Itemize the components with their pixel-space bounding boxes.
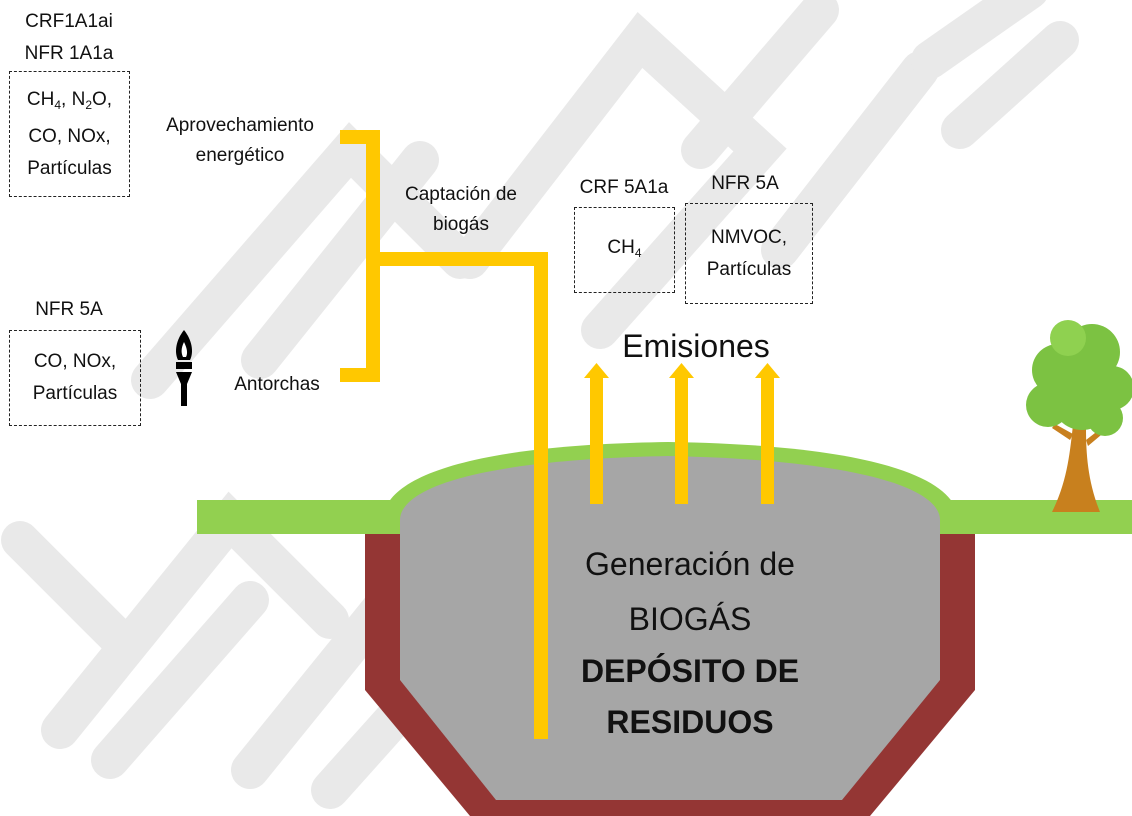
energy-pollutants-line3: Partículas bbox=[27, 157, 112, 179]
landfill-title-line1: DEPÓSITO DE bbox=[580, 653, 800, 689]
tree-icon bbox=[1026, 320, 1132, 512]
biogas-capture-label: Captación de biogás bbox=[386, 183, 536, 237]
torch-pollutants-line2: Partículas bbox=[32, 383, 118, 404]
landfill-nmvoc-box: NMVOC, Partículas bbox=[685, 203, 813, 304]
energy-use-label: Aprovechamiento energético bbox=[140, 114, 340, 168]
emission-arrows bbox=[584, 363, 780, 504]
landfill-ch4-box: CH4 bbox=[574, 207, 675, 293]
landfill-nmvoc-line2: Partículas bbox=[706, 258, 792, 280]
torch-pollutants-line1: CO, NOx, bbox=[33, 351, 117, 372]
biogas-capture-line2: biogás bbox=[433, 214, 489, 235]
code-nfr5a-landfill: NFR 5A bbox=[711, 173, 779, 194]
biogas-capture-line1: Captación de bbox=[405, 184, 517, 205]
energy-pollutants-line1: CH4, N2O, bbox=[26, 88, 113, 112]
energy-pollutants-box: CH4, N2O, CO, NOx, Partículas bbox=[9, 71, 130, 197]
torch-pollutants-box: CO, NOx, Partículas bbox=[9, 330, 141, 426]
energy-use-line1: Aprovechamiento bbox=[166, 115, 314, 136]
landfill-ch4-label: CH4 bbox=[607, 236, 642, 260]
torches-label: Antorchas bbox=[234, 374, 320, 395]
energy-use-line2: energético bbox=[195, 145, 285, 166]
code-crf5a1a: CRF 5A1a bbox=[579, 177, 669, 198]
biogas-pipe bbox=[340, 130, 548, 739]
landfill-nmvoc-line1: NMVOC, bbox=[710, 226, 787, 248]
energy-pollutants-line2: CO, NOx, bbox=[28, 125, 111, 147]
code-nfr5a-torch: NFR 5A bbox=[35, 299, 103, 320]
biogas-generation-line2: BIOGÁS bbox=[628, 601, 752, 637]
emissions-label: Emisiones bbox=[622, 328, 770, 364]
biogas-generation-line1: Generación de bbox=[585, 546, 795, 582]
landfill-title-line2: RESIDUOS bbox=[606, 704, 774, 740]
code-nfr1a1a: NFR 1A1a bbox=[24, 43, 114, 64]
torch-icon bbox=[176, 330, 192, 406]
code-crf1a1ai: CRF1A1ai bbox=[25, 11, 113, 32]
